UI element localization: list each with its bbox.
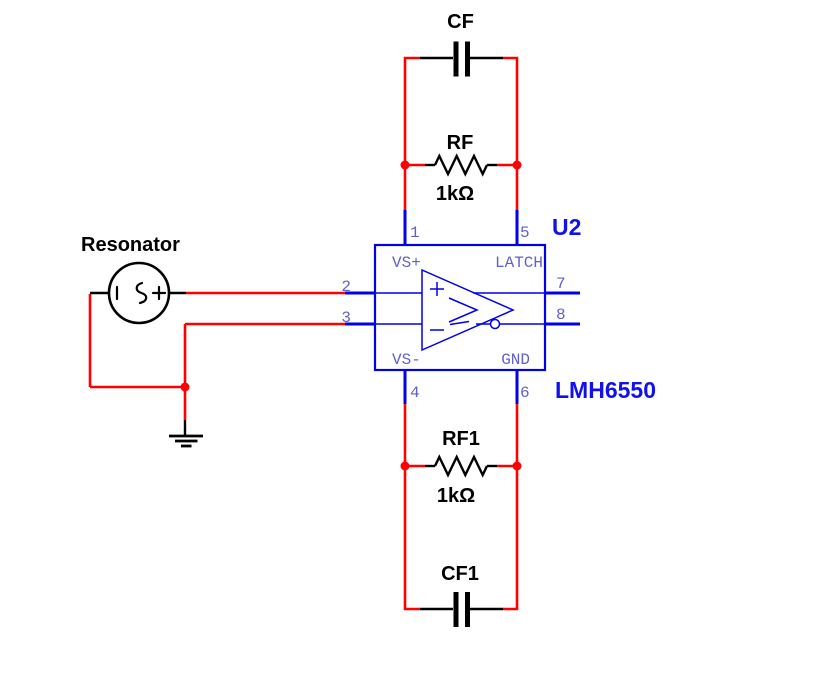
pin-number-5: 5 — [520, 224, 530, 242]
ground-symbol[interactable] — [169, 420, 203, 448]
pin-name-vsplus: VS+ — [392, 254, 421, 272]
source-plus-icon — [151, 285, 167, 301]
amplifier-chevron-serif — [449, 320, 470, 326]
wire-cf-left[interactable] — [403, 56, 420, 210]
junction-dot[interactable] — [400, 461, 410, 471]
pin-number-2: 2 — [341, 278, 351, 296]
amplifier-chevron-icon — [448, 297, 479, 323]
inversion-bubble-icon — [489, 318, 501, 330]
resistor-rf[interactable] — [425, 153, 497, 177]
opamp-u2[interactable]: VS+ LATCH VS- GND — [373, 243, 547, 372]
capacitor-cf1[interactable] — [420, 592, 503, 627]
opamp-body[interactable] — [373, 243, 547, 372]
pin-number-6: 6 — [520, 384, 530, 402]
pin-number-8: 8 — [556, 306, 566, 324]
opamp-triangle — [421, 268, 515, 352]
source-sine-icon — [135, 281, 148, 305]
pin-name-gnd: GND — [501, 351, 530, 369]
junction-dot[interactable] — [180, 382, 190, 392]
junction-dot[interactable] — [400, 160, 410, 170]
resonator-source[interactable] — [90, 261, 186, 325]
opamp-part-number: LMH6550 — [555, 377, 656, 403]
rf-value: 1kΩ — [436, 183, 474, 205]
cf-label: CF — [447, 11, 474, 33]
pin-number-4: 4 — [410, 384, 420, 402]
pin-name-vsminus: VS- — [392, 351, 421, 369]
rf-zigzag[interactable] — [433, 153, 489, 177]
blue-pin-wires — [345, 210, 580, 404]
junction-dot[interactable] — [512, 461, 522, 471]
capacitor-cf[interactable] — [420, 41, 503, 77]
pin-number-3: 3 — [341, 309, 351, 327]
junction-dots — [180, 160, 522, 471]
wire-cf-right[interactable] — [503, 56, 519, 210]
pin-name-latch: LATCH — [495, 254, 543, 272]
pin-number-7: 7 — [556, 275, 566, 293]
pin-number-1: 1 — [410, 224, 420, 242]
rf-label: RF — [447, 132, 474, 154]
pin-numbers: 1 5 2 3 7 8 4 6 — [341, 224, 565, 402]
opamp-refdes: U2 — [552, 214, 581, 240]
resistor-rf1[interactable] — [425, 454, 497, 478]
resonator-label: Resonator — [81, 234, 180, 256]
cf1-label: CF1 — [441, 563, 479, 585]
rf1-zigzag[interactable] — [433, 454, 489, 478]
rf1-value: 1kΩ — [437, 485, 475, 507]
wire-cf1-right[interactable] — [503, 466, 519, 611]
plus-input-icon — [430, 282, 444, 296]
wire-cf1-left[interactable] — [403, 466, 420, 611]
junction-dot[interactable] — [512, 160, 522, 170]
rf1-label: RF1 — [442, 428, 480, 450]
